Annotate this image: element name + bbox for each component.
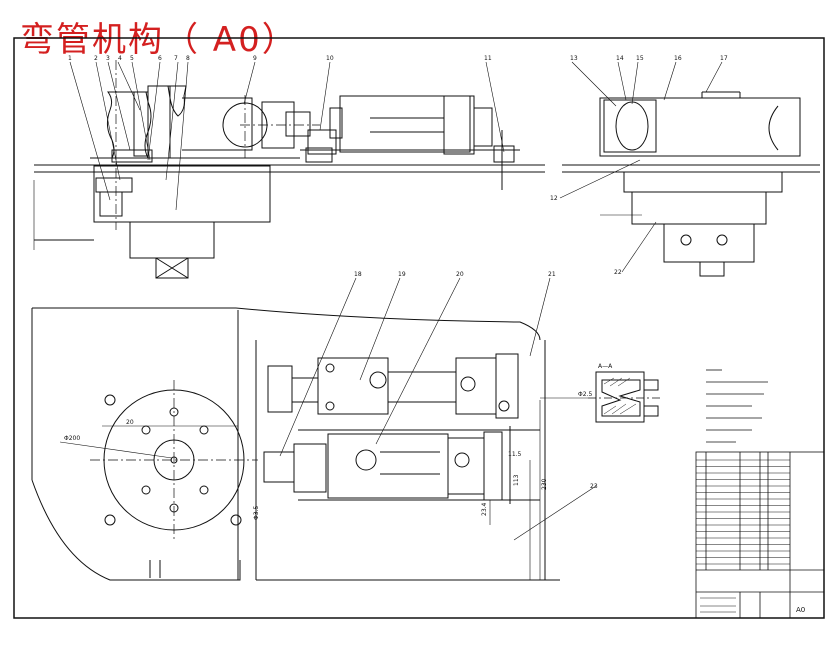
dimension-label: 23.4	[481, 502, 488, 516]
dimension-label: 230	[541, 478, 548, 490]
parts-list-rows	[696, 459, 790, 565]
dimension-label: Φ2.5	[578, 391, 592, 398]
part-number-label: 19	[398, 271, 406, 278]
part-number-label: 1	[68, 55, 72, 62]
dimension-label: Φ200	[64, 435, 80, 442]
section-label: A—A	[598, 363, 613, 370]
part-number-label: 14	[616, 55, 624, 62]
dimension-label: Φ3.5	[253, 506, 260, 520]
title-block-scale: A0	[796, 606, 805, 614]
plan-view	[31, 277, 597, 581]
technical-notes	[706, 369, 768, 443]
part-number-label: 20	[456, 271, 464, 278]
parts-list-table	[695, 451, 825, 619]
part-number-label: 12	[550, 195, 558, 202]
drawing-title: 弯管机构（ A0）	[20, 20, 298, 60]
part-number-label: 11	[484, 55, 492, 62]
part-number-label: 6	[158, 55, 162, 62]
front-elevation-view	[33, 60, 545, 279]
part-number-label: 21	[548, 271, 556, 278]
side-view	[559, 61, 820, 277]
part-number-label: 2	[94, 55, 98, 62]
dimension-label: 11.5	[508, 451, 522, 458]
part-number-label: 18	[354, 271, 362, 278]
part-number-label: 7	[174, 55, 178, 62]
title-block-hatch	[700, 597, 736, 613]
sheet-border	[13, 37, 825, 619]
part-number-label: 8	[186, 55, 190, 62]
part-number-label: 9	[253, 55, 257, 62]
part-number-label: 16	[674, 55, 682, 62]
part-number-label: 17	[720, 55, 728, 62]
dimension-label: 20	[126, 419, 134, 426]
dimension-label: 113	[513, 474, 520, 486]
part-number-label: 13	[570, 55, 578, 62]
part-number-label: 23	[590, 483, 598, 490]
part-number-label: 15	[636, 55, 644, 62]
part-number-label: 5	[130, 55, 134, 62]
section-a-a-view	[540, 371, 660, 423]
part-number-label: 10	[326, 55, 334, 62]
part-number-label: 3	[106, 55, 110, 62]
part-number-label: 22	[614, 269, 622, 276]
part-number-label: 4	[118, 55, 122, 62]
